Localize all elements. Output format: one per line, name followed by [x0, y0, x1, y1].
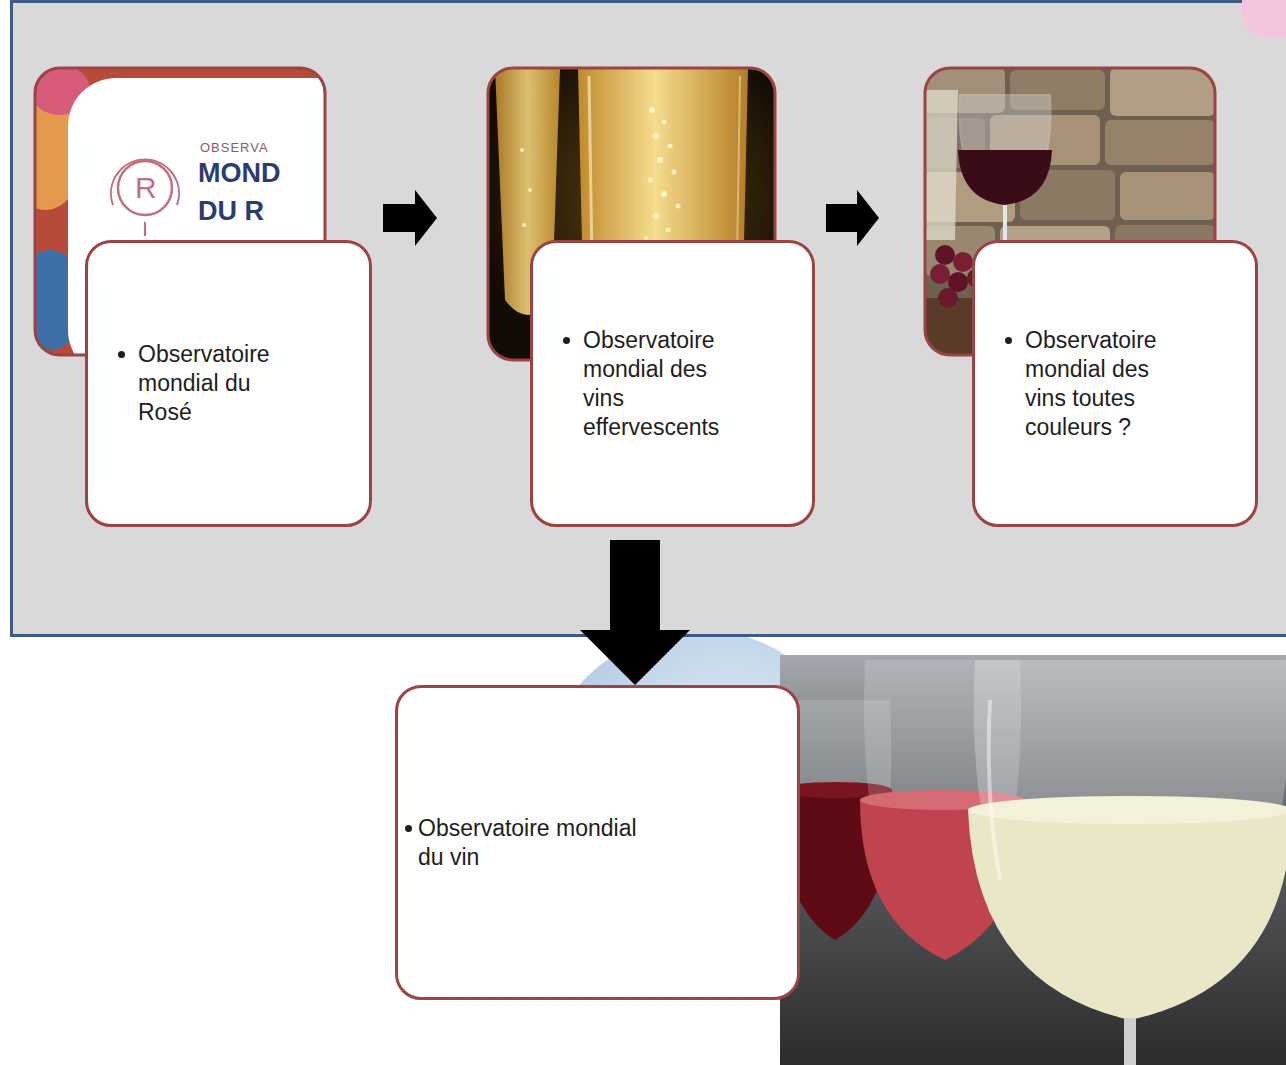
- box-content: Observatoire mondial du vin: [405, 814, 653, 872]
- block-arrow: [580, 540, 690, 685]
- rose-photo: [5, 65, 368, 378]
- logo-text: OBSERVA: [200, 141, 269, 154]
- red-wine: [958, 150, 1052, 205]
- bubble: [657, 157, 663, 163]
- bubble: [672, 170, 677, 175]
- process-box: Observatoire mondial des vins effervesce…: [530, 240, 815, 527]
- glass-stem: [1003, 205, 1007, 290]
- logo-stem: [144, 222, 146, 236]
- bubble: [668, 144, 673, 149]
- corner-shape: [1242, 0, 1286, 38]
- bubble: [653, 213, 659, 219]
- glass-highlight: [989, 700, 1000, 880]
- glass-highlight: [589, 76, 593, 322]
- red-wine-photo-content: [925, 68, 1215, 355]
- glass-stem: [1124, 1018, 1136, 1065]
- photo-ground: [488, 68, 775, 360]
- box-text: Observatoire mondial du vin: [418, 814, 653, 872]
- bubble: [648, 178, 653, 183]
- bubble: [676, 204, 681, 209]
- stone: [1120, 172, 1215, 220]
- grape: [935, 245, 955, 265]
- bubble: [661, 191, 667, 197]
- grape: [930, 264, 950, 284]
- wine-glasses-photo: [780, 655, 1286, 1065]
- block-arrow: [826, 190, 879, 246]
- rose-photo-content: [35, 68, 325, 355]
- logo-ring: [118, 161, 172, 215]
- glass-highlight: [736, 76, 740, 322]
- box-text: Observatoire mondial du Rosé: [138, 340, 298, 427]
- white-wine: [968, 810, 1286, 1020]
- logo-text: MOND: [198, 160, 281, 187]
- bubble: [653, 133, 659, 139]
- white-wine-glass: [925, 90, 958, 240]
- flute-glass: [495, 68, 560, 315]
- bubble: [666, 228, 671, 233]
- box-content: Observatoire mondial des vins effervesce…: [563, 326, 743, 442]
- process-box: Observatoire mondial du vin: [395, 685, 800, 1000]
- box-content: Observatoire mondial du Rosé: [118, 340, 298, 427]
- box-content: Observatoire mondial des vins toutes cou…: [1005, 326, 1185, 442]
- stone: [1000, 226, 1110, 274]
- bubble: [528, 188, 532, 192]
- box-text: Observatoire mondial des vins toutes cou…: [1025, 326, 1185, 442]
- bubble: [649, 107, 655, 113]
- photo-frame: [35, 68, 325, 355]
- bubble: [522, 223, 526, 227]
- wine-surface: [968, 796, 1286, 824]
- process-box: Observatoire mondial des vins toutes cou…: [972, 240, 1258, 527]
- red-wine-photo: [925, 68, 1215, 358]
- logo-text: DU R: [198, 198, 264, 225]
- bubble: [520, 148, 524, 152]
- photo-frame: [488, 68, 775, 360]
- sparkling-photo: [488, 68, 775, 360]
- grape: [967, 268, 987, 288]
- block-arrow: [383, 190, 437, 246]
- photo-frame: [925, 68, 1215, 355]
- logo-card: [68, 78, 325, 355]
- grape: [938, 288, 958, 308]
- bubble: [644, 236, 648, 240]
- flute-glass: [578, 68, 748, 351]
- grape: [953, 252, 973, 272]
- bubbles: [520, 107, 681, 240]
- box-text: Observatoire mondial des vins effervesce…: [583, 326, 743, 442]
- process-box: Observatoire mondial du Rosé: [85, 240, 372, 527]
- bubble: [662, 120, 667, 125]
- table: [925, 298, 1215, 355]
- stone-wall: [925, 68, 1215, 276]
- logo-text: R: [135, 173, 157, 203]
- glass-foot: [977, 287, 1033, 297]
- stone: [1110, 68, 1215, 116]
- stone: [1115, 225, 1215, 275]
- logo-arc: [111, 160, 179, 205]
- grapes: [930, 245, 987, 308]
- sparkling-photo-content: [488, 68, 775, 360]
- stone: [1105, 120, 1215, 165]
